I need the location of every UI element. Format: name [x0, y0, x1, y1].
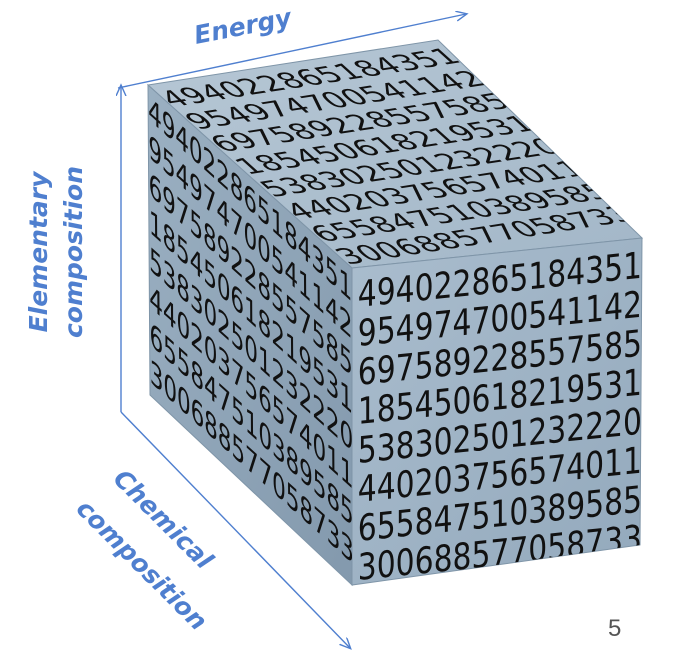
- elementary-axis-label-line2: composition: [59, 166, 88, 338]
- chemical-axis-arrow: [120, 411, 350, 648]
- energy-axis-arrow: [117, 14, 466, 89]
- energy-axis-label: Energy: [192, 2, 296, 50]
- page-number: 5: [608, 615, 622, 642]
- cube-front-digits: 4940228651843519549747005411426975892285…: [358, 244, 642, 585]
- cube-front-face: [351, 237, 643, 586]
- elementary-axis-label-line1: Elementary: [24, 170, 53, 333]
